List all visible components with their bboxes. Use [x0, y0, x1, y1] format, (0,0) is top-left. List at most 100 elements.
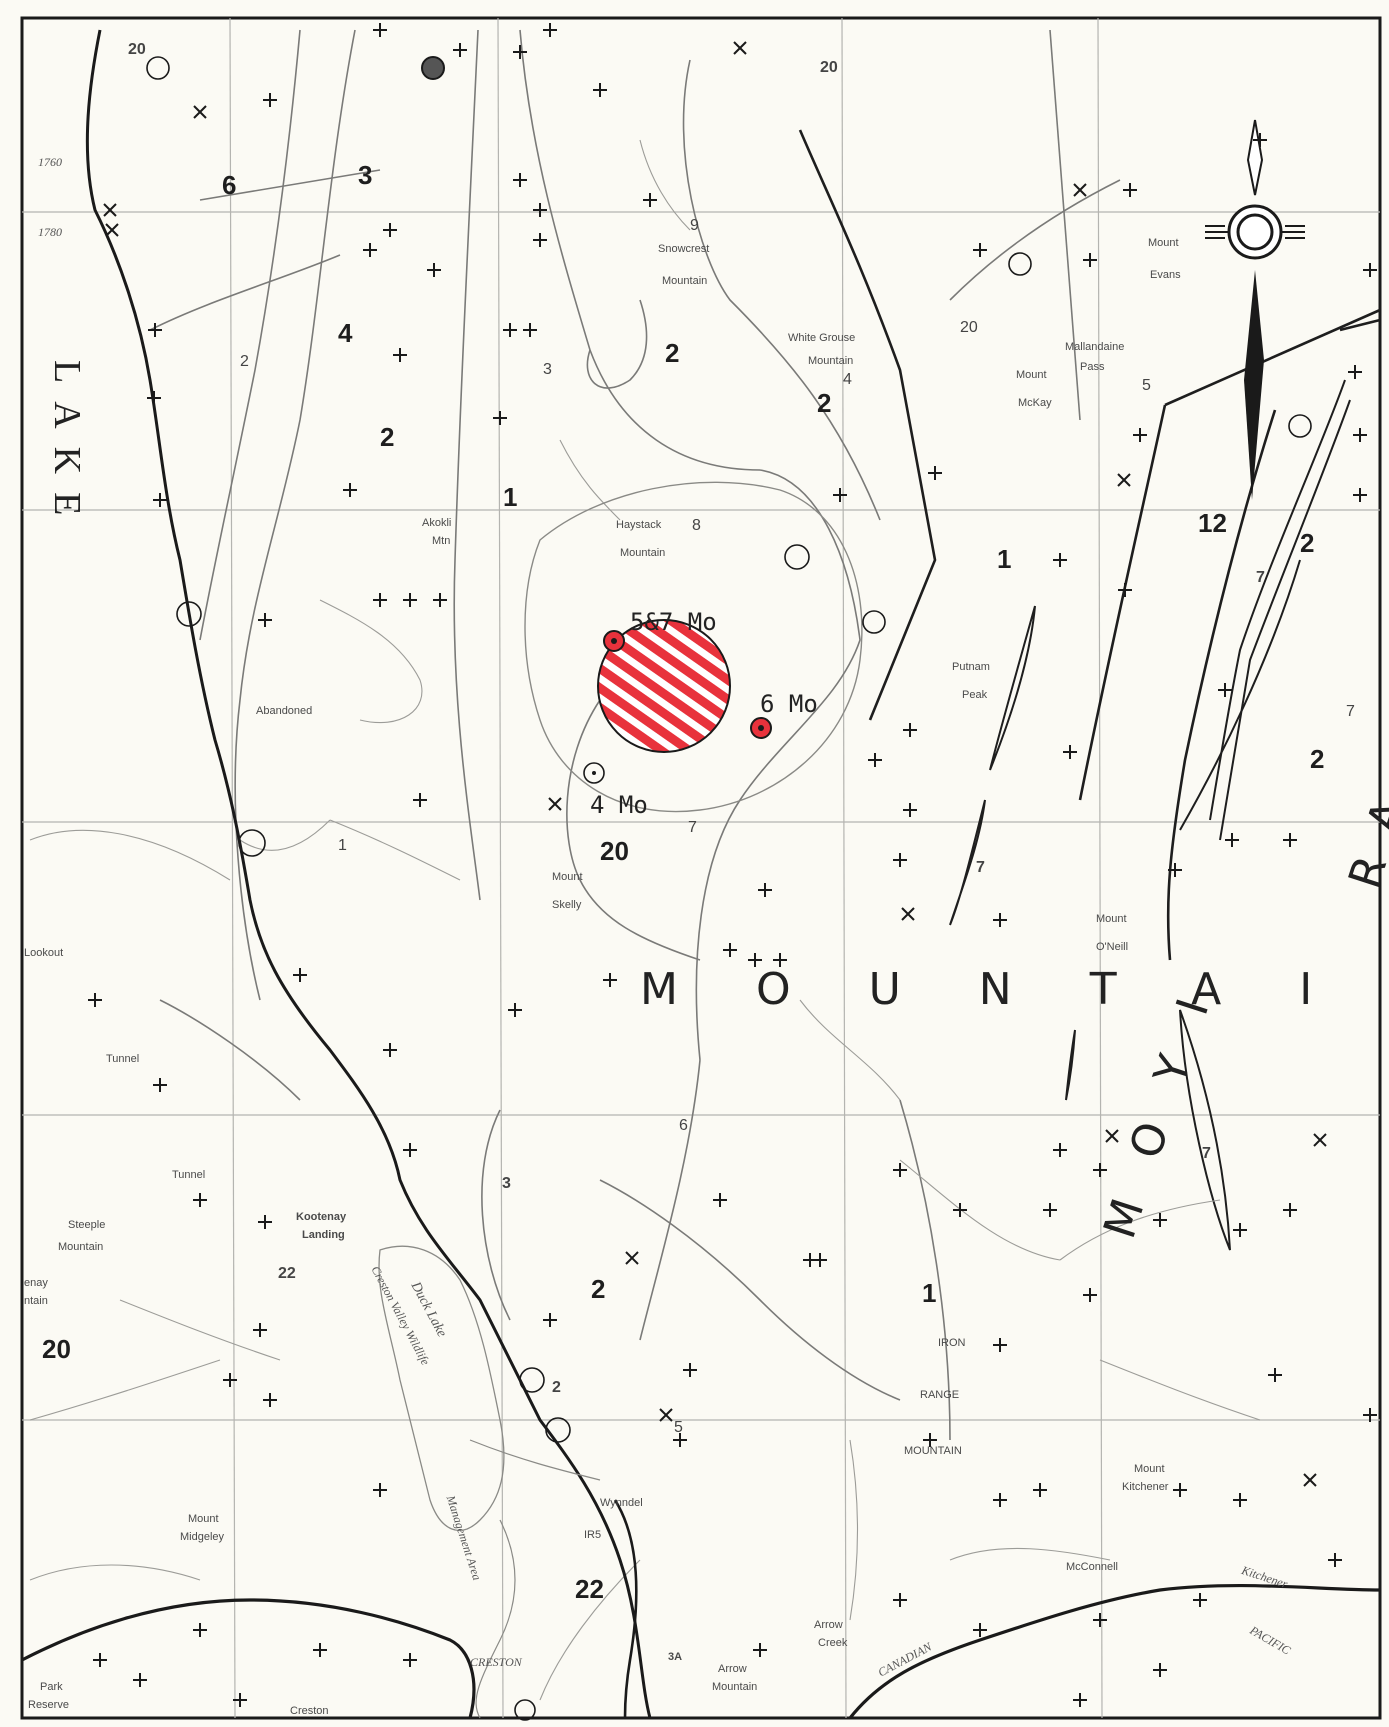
unit-label: 3: [358, 160, 373, 190]
unit-label: 8: [692, 517, 701, 534]
map-grid: [22, 17, 1380, 1719]
place-label: CRESTON: [470, 1655, 522, 1669]
place-label: Reserve: [28, 1699, 69, 1711]
intrusive-outline: [524, 481, 863, 813]
place-label: IRON: [938, 1337, 966, 1349]
place-label: Abandoned: [256, 705, 313, 717]
unit-label: 20: [960, 319, 978, 336]
fault-lines: [798, 129, 1381, 961]
x-symbol: [1313, 1133, 1327, 1147]
x-symbol: [548, 797, 562, 811]
place-label: ntain: [24, 1295, 48, 1307]
x-symbol: [1105, 1129, 1119, 1143]
unit-label: 20: [600, 836, 629, 866]
mo-occurrence-6-dot: [758, 725, 764, 731]
place-label: enay: [24, 1277, 48, 1289]
unit-label: 5: [674, 1419, 683, 1436]
place-label: Pass: [1080, 361, 1105, 373]
mountain-range-label: MOUNTAI: [640, 964, 1389, 1015]
place-label: Mount: [1148, 237, 1179, 249]
unit-label: 6: [679, 1117, 688, 1134]
place-label: Peak: [962, 689, 988, 701]
place-label: Creston: [290, 1705, 329, 1717]
place-label: Haystack: [616, 519, 662, 531]
place-label: Skelly: [552, 899, 582, 911]
mo-occurrence-4-marker: [583, 762, 605, 784]
unit-label: 2: [552, 1379, 561, 1396]
unit-label: 20: [820, 59, 838, 76]
place-label: Putnam: [952, 661, 990, 673]
unit-label: 22: [575, 1574, 604, 1604]
place-label: Steeple: [68, 1219, 106, 1231]
place-label: Snowcrest: [658, 243, 710, 255]
unit-label: 22: [278, 1265, 296, 1282]
place-label: Mountain: [662, 275, 708, 287]
x-symbol: [105, 223, 119, 237]
unit-label: 2: [240, 353, 249, 370]
x-symbol: [1117, 473, 1131, 487]
x-symbol: [1303, 1473, 1317, 1487]
unit-label: 4: [338, 318, 353, 348]
place-label: Arrow: [718, 1663, 747, 1675]
place-label: Mount: [1096, 913, 1127, 925]
x-symbol: [103, 203, 117, 217]
place-label: Kitchener: [1122, 1481, 1169, 1493]
mineral-occurrence-symbols: [146, 56, 1312, 1721]
mo-occurrence-4-dot: [592, 771, 596, 775]
drainages: [29, 139, 1261, 1701]
unit-label: 2: [1310, 744, 1325, 774]
highway-shield: 3A: [668, 1651, 683, 1663]
unit-label: 1: [338, 837, 347, 854]
place-label: Creek: [818, 1637, 848, 1649]
molybdenum-deposit: [597, 619, 731, 753]
place-label: McKay: [1018, 397, 1052, 409]
highway-south: [21, 1598, 476, 1719]
unit-label: 1: [503, 482, 518, 512]
wetland-edge: [469, 1439, 601, 1481]
place-label: Arrow: [814, 1619, 843, 1631]
place-label: White Grouse: [788, 332, 856, 344]
unit-label: 2: [591, 1274, 606, 1304]
unit-label: 20: [42, 1334, 71, 1364]
geologic-contacts: [149, 29, 1121, 1441]
mo-label-5-7: 5&7 Mo: [630, 608, 717, 636]
x-symbol: [193, 105, 207, 119]
unit-label: 3: [543, 361, 552, 378]
place-label: Mtn: [432, 535, 451, 547]
unit-7-lenses: [949, 379, 1351, 1251]
place-label: Evans: [1150, 269, 1181, 281]
elevation-label: 1760: [38, 155, 62, 169]
x-symbol: [625, 1251, 639, 1265]
unit-label: 12: [1198, 508, 1227, 538]
place-label: RANGE: [920, 1389, 960, 1401]
place-label: Akokli: [422, 517, 452, 529]
river-channel: [475, 1519, 516, 1719]
place-label: Lookout: [24, 947, 64, 959]
elevation-label: 1780: [38, 225, 62, 239]
place-label: Kootenay: [296, 1211, 347, 1223]
place-label: Tunnel: [172, 1169, 206, 1181]
duck-lake-wetland: [378, 1245, 505, 1531]
mo-label-6: 6 Mo: [760, 690, 818, 718]
place-label: McConnell: [1066, 1561, 1118, 1573]
map-frame: [20, 16, 1382, 1720]
place-label: Mount: [1134, 1463, 1165, 1475]
place-label: Mountain: [808, 355, 854, 367]
place-label: Landing: [302, 1229, 345, 1241]
x-symbol: [901, 907, 915, 921]
place-label: MOUNTAIN: [904, 1445, 962, 1457]
mo-occurrence-5-7-dot: [611, 638, 617, 644]
unit-label: 1: [922, 1278, 937, 1308]
unit-label: 7: [1256, 569, 1265, 586]
unit-label: 2: [665, 338, 680, 368]
place-label: Mount: [552, 871, 583, 883]
unit-label: 3: [502, 1175, 511, 1192]
place-label: Mountain: [58, 1241, 104, 1253]
unit-label: 7: [976, 859, 985, 876]
unit-label: 7: [1202, 1145, 1211, 1162]
place-label: Tunnel: [106, 1053, 140, 1065]
lake-label: LAKE: [46, 360, 88, 534]
highway-3a: [613, 1499, 638, 1719]
